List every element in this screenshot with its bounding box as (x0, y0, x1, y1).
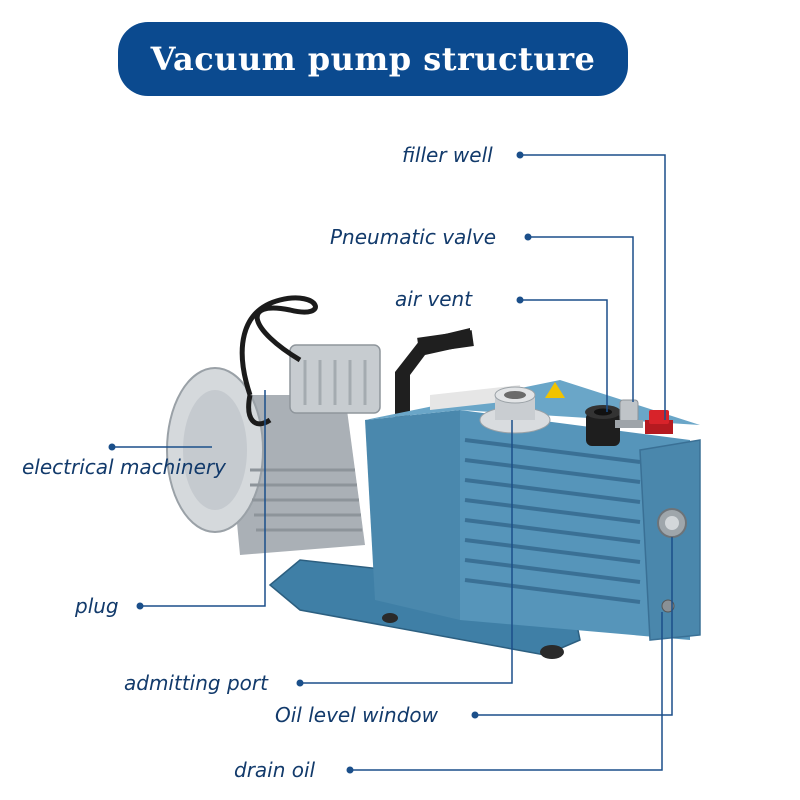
drain-oil-plug (661, 599, 675, 613)
leader-plug (140, 390, 266, 607)
label-plug: plug (75, 594, 119, 618)
label-admitting-port: admitting port (124, 671, 268, 695)
label-filler-well: filler well (402, 143, 493, 167)
leader-pneumatic-valve (528, 236, 634, 402)
label-pneumatic-valve: Pneumatic valve (330, 225, 496, 249)
leader-filler-well (520, 154, 666, 420)
pneumatic-valve (615, 399, 643, 428)
air-vent (585, 405, 621, 446)
carry-handle (395, 328, 474, 425)
pump-illustration (166, 295, 701, 659)
leader-lines (112, 154, 673, 771)
leader-admitting-port (300, 420, 513, 684)
label-air-vent: air vent (395, 287, 473, 311)
leader-dots (108, 151, 532, 774)
filler-well (645, 410, 673, 434)
label-oil-level-window: Oil level window (275, 703, 439, 727)
leader-oil-level-window (475, 537, 673, 716)
label-electrical-machinery: electrical machinery (22, 455, 226, 479)
title-banner: Vacuum pump structure (118, 22, 628, 96)
leader-drain-oil (350, 612, 663, 771)
leader-air-vent (520, 299, 608, 412)
admitting-port (479, 386, 551, 434)
oil-level-window (657, 508, 687, 538)
label-drain-oil: drain oil (234, 758, 316, 782)
page-title: Vacuum pump structure (150, 40, 596, 78)
motor (166, 295, 381, 555)
